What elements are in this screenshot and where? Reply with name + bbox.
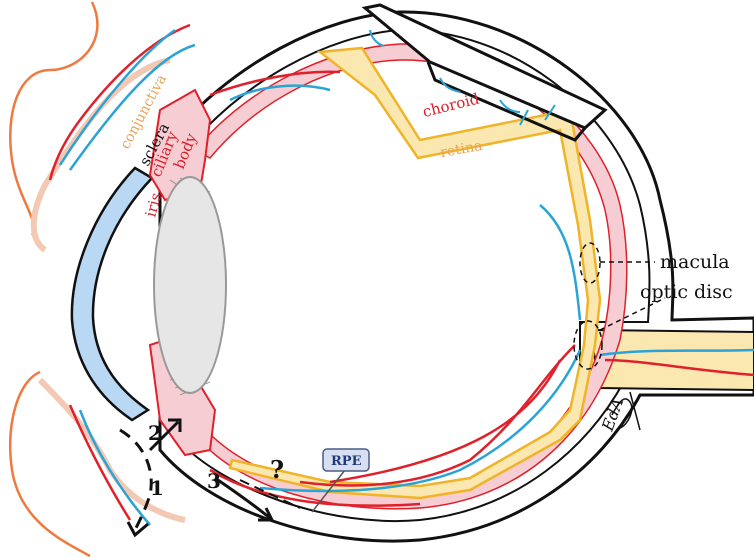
label-route-1: 1	[150, 476, 164, 500]
lens	[153, 176, 227, 394]
eyelid-lines	[9, 1, 99, 558]
label-rpe: RPE	[331, 454, 362, 469]
label-question: ?	[270, 455, 284, 484]
route-arrows	[119, 418, 301, 538]
sclera	[158, 10, 754, 543]
label-optic-disc: optic disc	[640, 281, 733, 303]
macula-marker	[579, 242, 601, 284]
route-1-arrow	[119, 428, 153, 531]
cornea	[70, 166, 154, 422]
choroid-vessel-marks	[369, 29, 556, 126]
optic-disc-marker	[573, 320, 603, 370]
region-markers	[573, 242, 666, 370]
label-retina: retina	[439, 138, 484, 161]
label-macula: macula	[660, 251, 730, 273]
label-route-3: 3	[207, 469, 221, 493]
route-2-arrow	[148, 420, 180, 452]
rpe-pointer	[311, 448, 370, 513]
label-iris: iris	[141, 191, 165, 219]
sclera-cutaway	[361, 3, 608, 142]
signature	[611, 391, 641, 431]
label-route-2: 2	[148, 421, 162, 445]
rpe-tag	[322, 448, 370, 472]
route-3-arrow	[214, 476, 271, 520]
retina-layer	[228, 46, 602, 500]
blood-vessels	[48, 23, 754, 526]
